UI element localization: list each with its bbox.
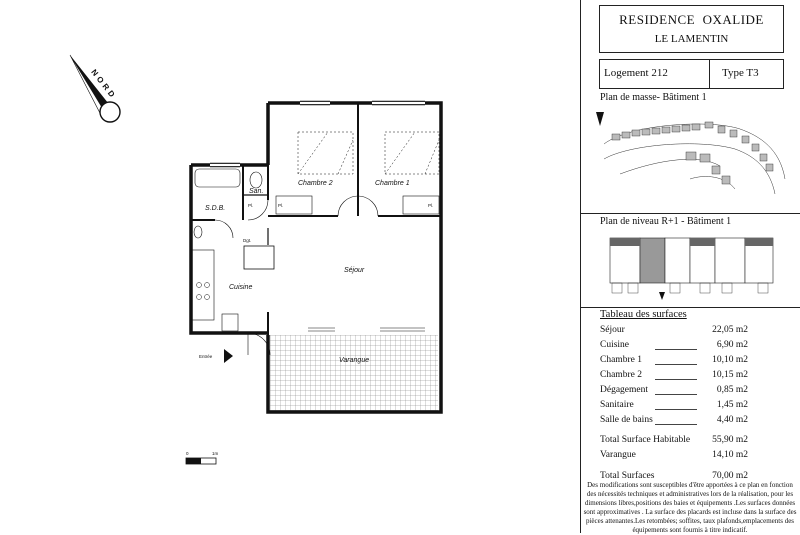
panel-divider: [580, 0, 581, 533]
north-arrow-icon: [69, 54, 121, 123]
total-label: Total Surfaces: [600, 471, 655, 481]
unit-number: Logement 212: [604, 67, 668, 79]
varangue-label: Varangue: [600, 450, 636, 460]
total-value: 70,00 m2: [712, 471, 748, 481]
surface-row-leader: [655, 409, 697, 410]
surface-row-value: 6,90 m2: [716, 340, 748, 350]
room-label-cuisine: Cuisine: [229, 284, 253, 291]
site-plan-title: Plan de masse- Bâtiment 1: [600, 92, 707, 103]
varangue-area: [270, 335, 438, 412]
varangue-value: 14,10 m2: [712, 450, 748, 460]
habitable-value: 55,90 m2: [712, 435, 748, 445]
room-label-chambre-2: Chambre 2: [298, 180, 333, 187]
residence-title: RESIDENCE OXALIDE: [619, 12, 764, 27]
habitable-label: Total Surface Habitable: [600, 435, 691, 445]
room-label-sdb: S.D.B.: [205, 205, 226, 212]
closet-label-2: Pl.: [428, 203, 434, 208]
surface-row-value: 10,10 m2: [712, 355, 748, 365]
walls: [189, 100, 443, 414]
hallway-label: Dgt.: [243, 238, 252, 243]
surface-row-value: 1,45 m2: [716, 400, 748, 410]
surface-row-label: Chambre 1: [600, 355, 642, 365]
room-label-chambre-1: Chambre 1: [375, 180, 410, 187]
surface-row-value: 22,05 m2: [712, 325, 748, 335]
section-divider-2: [580, 307, 800, 308]
room-label-san: San.: [249, 188, 264, 195]
unit-divider: [709, 59, 710, 89]
surface-row-value: 0,85 m2: [716, 385, 748, 395]
closet-label-1: Pl.: [278, 203, 284, 208]
surface-row-label: Dégagement: [600, 385, 649, 395]
unit-type: Type T3: [722, 67, 759, 79]
surface-row-label: Chambre 2: [600, 370, 642, 380]
scale-zero-label: 0: [186, 451, 189, 456]
disclaimer-text: Des modifications sont susceptibles d'êt…: [583, 481, 797, 534]
surface-row-label: Salle de bains: [600, 415, 653, 425]
surface-row-leader: [655, 349, 697, 350]
level-plan-image: [609, 237, 774, 300]
city-subtitle: LE LAMENTIN: [654, 33, 729, 45]
entry-label: Entrée: [199, 354, 213, 359]
surface-row-leader: [655, 394, 697, 395]
surface-row-label: Sanitaire: [600, 400, 634, 410]
room-label-varangue: Varangue: [339, 357, 370, 364]
scale-bar: [185, 457, 217, 465]
surface-row-label: Séjour: [600, 325, 625, 335]
scale-max-label: 1m: [212, 451, 219, 456]
surface-row-leader: [655, 379, 697, 380]
level-plan-title: Plan de niveau R+1 - Bâtiment 1: [600, 216, 732, 227]
closet-label-3: Pl.: [248, 203, 254, 208]
surface-row-leader: [655, 424, 697, 425]
surface-row-value: 4,40 m2: [716, 415, 748, 425]
title-box: [599, 5, 784, 53]
surface-row-label: Cuisine: [600, 340, 630, 350]
floor-plan: [69, 54, 443, 465]
section-divider-1: [580, 213, 800, 214]
surface-row-value: 10,15 m2: [712, 370, 748, 380]
site-plan-image: [596, 112, 786, 195]
surface-row-leader: [655, 364, 697, 365]
unit-box: [599, 59, 784, 89]
room-label-sejour: Séjour: [344, 267, 365, 274]
surfaces-title: Tableau des surfaces: [600, 309, 687, 320]
